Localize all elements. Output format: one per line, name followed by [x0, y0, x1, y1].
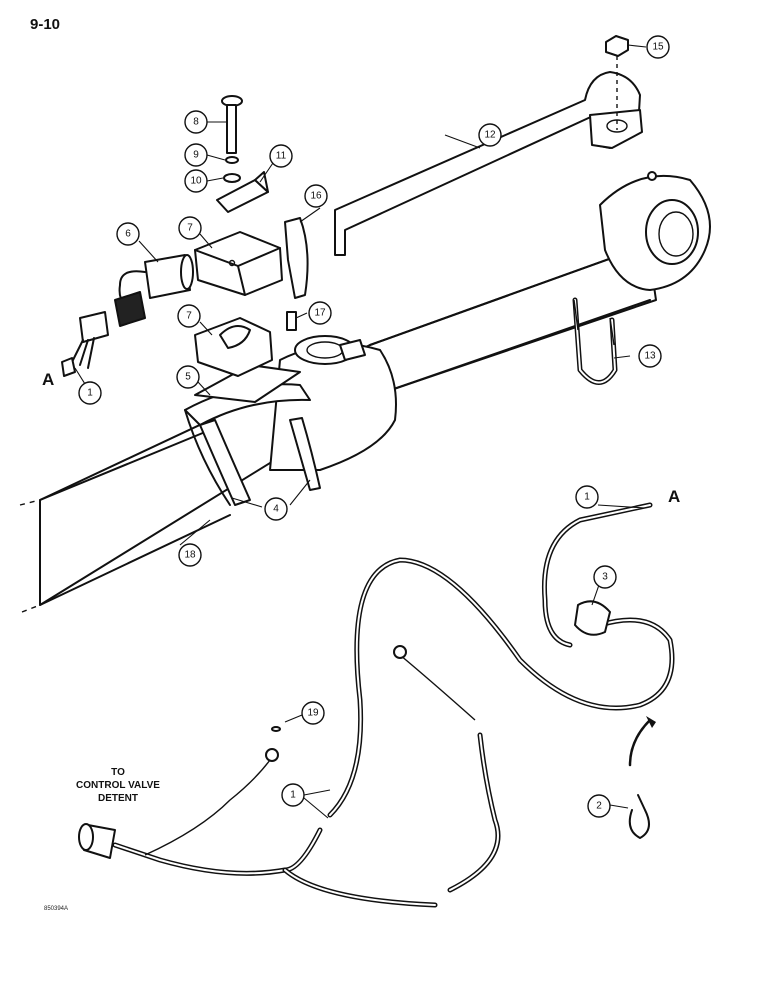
drawing-code: 850394A	[44, 906, 69, 912]
callout-7-lower: 7	[177, 304, 201, 328]
callout-19: 19	[301, 701, 325, 725]
svg-text:1: 1	[290, 790, 296, 801]
svg-text:15: 15	[652, 42, 664, 53]
callout-7-upper: 7	[178, 216, 202, 240]
svg-text:16: 16	[310, 191, 322, 202]
svg-text:6: 6	[125, 229, 131, 240]
connector-label-a: A	[668, 487, 680, 506]
svg-text:1: 1	[87, 388, 93, 399]
note-line-3: DETENT	[98, 793, 138, 804]
control-valve-plug	[78, 823, 116, 859]
switch-housing-upper	[194, 231, 283, 296]
svg-text:10: 10	[190, 176, 202, 187]
callout-1-harness-bottom: 1	[281, 783, 305, 807]
callout-6: 6	[116, 222, 140, 246]
page-number: 9-10	[30, 16, 61, 33]
set-screw	[286, 311, 297, 331]
callout-10: 10	[184, 169, 208, 193]
rod-end-eye	[599, 171, 711, 291]
callout-16: 16	[304, 184, 328, 208]
callout-8: 8	[184, 110, 208, 134]
svg-text:13: 13	[644, 351, 656, 362]
svg-text:19: 19	[307, 708, 319, 719]
cylinder-hub	[269, 335, 397, 471]
lock-washer	[225, 156, 239, 164]
svg-text:2: 2	[596, 801, 602, 812]
callout-11: 11	[269, 144, 293, 168]
callout-13: 13	[638, 344, 662, 368]
actuator-block	[284, 217, 309, 299]
cable-tie	[628, 794, 650, 839]
callout-9: 9	[184, 143, 208, 167]
switch-housing-lower	[194, 317, 273, 377]
svg-text:7: 7	[187, 223, 193, 234]
note-line-2: CONTROL VALVE	[76, 780, 160, 791]
callout-12: 12	[478, 123, 502, 147]
callout-4: 4	[264, 497, 288, 521]
svg-text:3: 3	[602, 572, 608, 583]
u-bolt	[572, 297, 618, 385]
callout-2: 2	[587, 794, 611, 818]
sensor-connector	[61, 270, 146, 377]
wiring-harness	[112, 502, 675, 908]
cylinder-tube	[19, 244, 657, 613]
svg-text:4: 4	[273, 504, 279, 515]
note-line-1: TO	[111, 767, 125, 778]
svg-text:18: 18	[184, 550, 196, 561]
mounting-bolt	[221, 95, 243, 154]
svg-text:9: 9	[193, 150, 199, 161]
svg-text:11: 11	[276, 151, 287, 162]
svg-text:7: 7	[186, 311, 192, 322]
callout-3: 3	[593, 565, 617, 589]
magnet-sensor	[144, 254, 194, 299]
svg-text:5: 5	[185, 372, 191, 383]
callout-18: 18	[178, 543, 202, 567]
harness-clip	[574, 600, 611, 636]
actuator-arm	[334, 71, 643, 256]
callout-15: 15	[646, 35, 670, 59]
svg-text:12: 12	[484, 130, 496, 141]
callout-5: 5	[176, 365, 200, 389]
svg-text:17: 17	[314, 308, 326, 319]
callout-1: 1	[78, 381, 102, 405]
callout-1-harness-top: 1	[575, 485, 599, 509]
connector-label-a: A	[42, 370, 54, 389]
callout-17: 17	[308, 301, 332, 325]
mounting-plate	[194, 364, 301, 403]
svg-text:1: 1	[584, 492, 590, 503]
flat-washer	[223, 173, 241, 183]
clamp-band	[184, 383, 321, 506]
hex-nut	[605, 35, 629, 57]
svg-text:8: 8	[193, 117, 199, 128]
